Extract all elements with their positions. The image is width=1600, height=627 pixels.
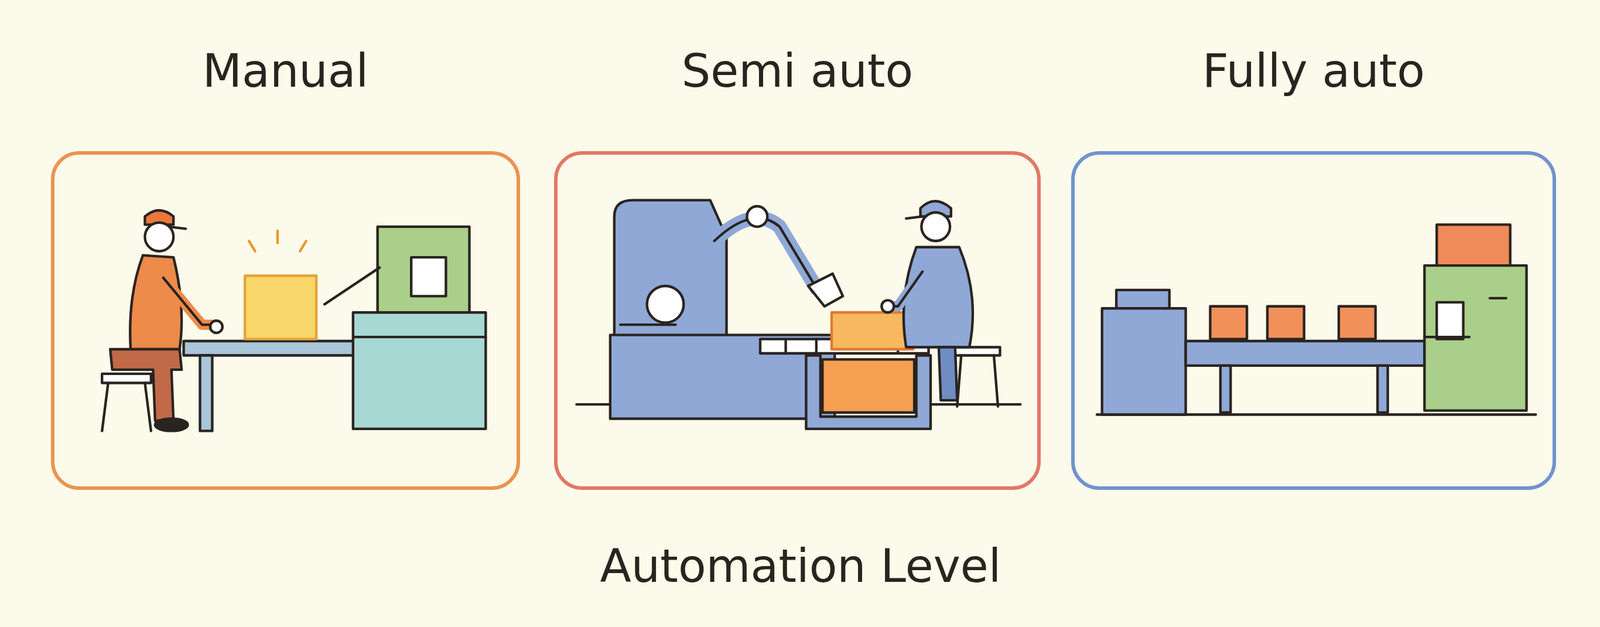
illustration-part	[411, 257, 446, 296]
illustration-part	[130, 255, 182, 350]
illustration-part	[714, 217, 817, 288]
axis-caption: Automation Level	[600, 539, 1002, 593]
illustration-part	[163, 277, 217, 325]
illustration-part	[101, 383, 108, 432]
illustration-part	[1436, 224, 1510, 266]
conveyor	[1185, 340, 1425, 413]
illustration-part	[903, 247, 973, 348]
illustration-part	[889, 271, 923, 307]
illustration-part	[144, 222, 174, 252]
illustration-part	[244, 275, 317, 340]
illustration-part	[183, 340, 363, 355]
fully-auto-scene	[1096, 224, 1536, 415]
panel-heading: Fully auto	[1074, 45, 1553, 98]
illustration-part	[276, 230, 279, 244]
illustration-part	[1185, 340, 1425, 366]
workbench	[183, 340, 363, 431]
illustration-part	[1489, 296, 1507, 300]
press-machine	[610, 200, 835, 419]
panel-box: Fully auto	[1071, 151, 1557, 490]
illustration-part	[889, 271, 923, 307]
product-boxes	[1209, 306, 1376, 340]
illustration-part	[906, 216, 923, 218]
robot-arm	[714, 206, 844, 307]
illustration-part	[200, 354, 213, 431]
manual-scene	[101, 210, 486, 431]
illustration-part	[881, 299, 894, 313]
stool	[101, 373, 152, 432]
illustration-part	[805, 354, 931, 429]
illustration-part	[110, 349, 182, 421]
packing-machine	[1424, 224, 1527, 410]
worker	[881, 200, 1000, 406]
panel-box: Manual	[50, 151, 521, 490]
illustration-part	[1424, 335, 1470, 338]
illustration-part	[163, 277, 217, 325]
illustration-part	[808, 273, 843, 307]
illustration-part	[353, 312, 487, 429]
illustration-part	[993, 354, 998, 406]
illustration-part	[1102, 308, 1186, 415]
illustration-part	[815, 339, 818, 354]
illustration-part	[831, 312, 914, 350]
illustration-part	[1209, 306, 1247, 340]
illustration-part	[1338, 306, 1376, 340]
illustration-part	[1116, 289, 1170, 309]
illustration-part	[1424, 265, 1527, 410]
panel-heading: Semi auto	[557, 45, 1038, 98]
semi-auto-scene	[576, 200, 1021, 429]
illustration-part	[299, 240, 306, 251]
illustration-part	[101, 373, 152, 384]
illustration-part	[1377, 365, 1388, 413]
illustration-part	[324, 267, 380, 305]
illustration-part	[714, 217, 817, 288]
illustration-part	[647, 285, 685, 323]
worker	[110, 210, 223, 431]
workpiece	[244, 230, 317, 340]
illustration-part	[938, 347, 957, 401]
illustration-part	[614, 200, 727, 338]
illustration-part	[210, 320, 223, 333]
illustration-part	[353, 335, 487, 338]
illustration-part	[1220, 365, 1231, 413]
illustration-part	[1267, 306, 1305, 340]
illustration-part	[784, 339, 787, 354]
illustration-part	[620, 323, 676, 326]
feeder-machine	[1102, 289, 1186, 415]
illustration-part	[377, 226, 470, 317]
machine	[324, 226, 486, 429]
illustration-part	[746, 206, 768, 227]
illustration-part	[155, 418, 188, 431]
panel-box: Semi auto	[554, 151, 1041, 490]
illustration-part	[248, 240, 255, 251]
panel-heading: Manual	[54, 45, 517, 98]
illustration-part	[921, 212, 950, 241]
illustration-part	[144, 383, 151, 432]
illustration-part	[822, 359, 915, 413]
illustration-part	[1436, 302, 1463, 340]
